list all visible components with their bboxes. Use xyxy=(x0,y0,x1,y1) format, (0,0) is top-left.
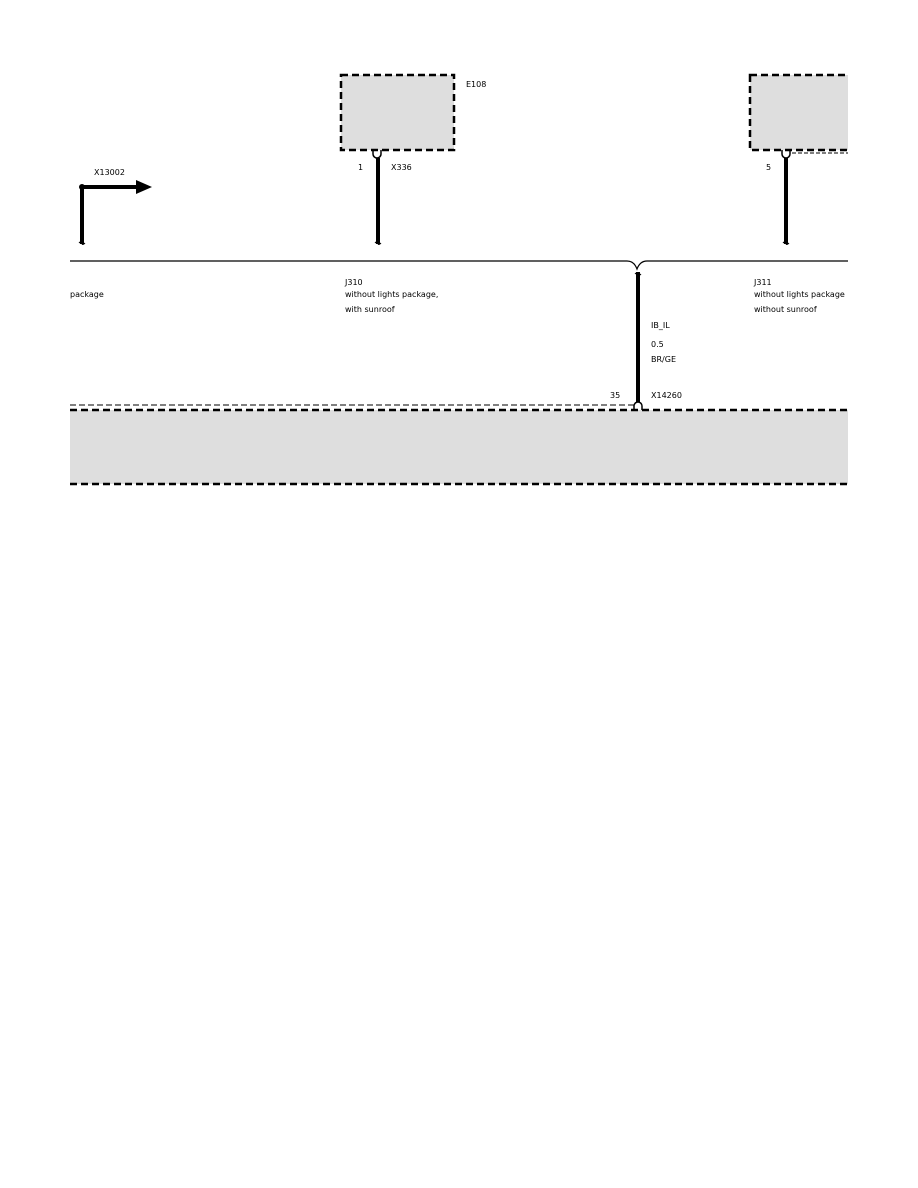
wire-color-label: BR/GE xyxy=(651,355,676,364)
j311-desc-line2: without sunroof xyxy=(754,305,817,314)
main-wire-top-break xyxy=(634,272,642,276)
x13002-label: X13002 xyxy=(94,168,125,177)
j310-desc-line2: with sunroof xyxy=(345,305,395,314)
j311-label: J311 xyxy=(753,278,772,287)
j310-label: J310 xyxy=(344,278,363,287)
j310-desc-line1: without lights package, xyxy=(345,290,438,299)
x336-wire-break xyxy=(374,241,382,245)
component-e108-label: E108 xyxy=(466,80,486,89)
variant-brace-line xyxy=(70,260,848,271)
left-variant-label: package xyxy=(70,290,104,299)
x13002-arrow-head xyxy=(136,180,152,194)
wire-name-label: IB_IL xyxy=(651,321,670,330)
pin-5-wire-break xyxy=(782,241,790,245)
left-wire-break xyxy=(78,241,86,245)
j311-desc-line1: without lights package xyxy=(754,290,845,299)
component-e108-box xyxy=(339,73,456,152)
right-crop-mask xyxy=(848,0,918,1188)
x14260-label: X14260 xyxy=(651,391,682,400)
module-box xyxy=(70,410,848,484)
component-right-box xyxy=(748,73,862,152)
x336-label: X336 xyxy=(391,163,412,172)
pin-35-label: 35 xyxy=(610,391,620,400)
x14260-connector-symbol xyxy=(633,401,643,410)
pin-1-label: 1 xyxy=(358,163,363,172)
pin-5-label: 5 xyxy=(766,163,771,172)
wire-size-label: 0.5 xyxy=(651,340,664,349)
